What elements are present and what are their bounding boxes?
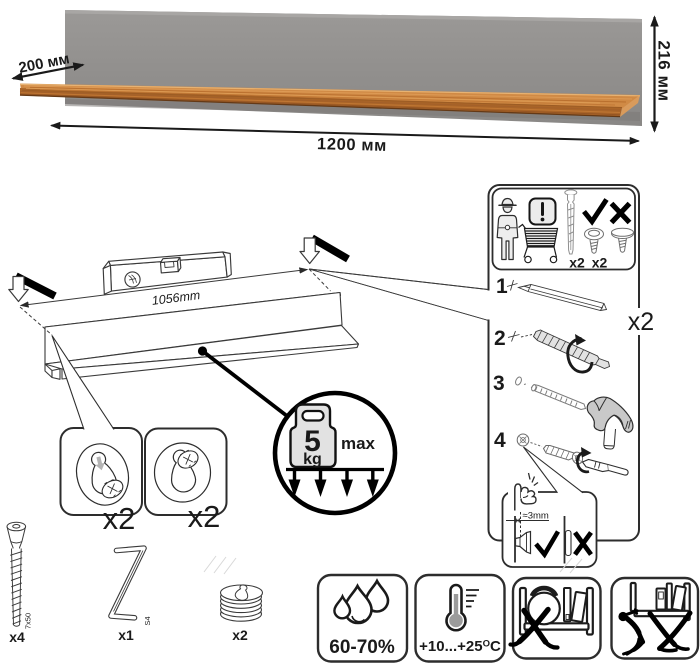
- svg-text:4: 4: [494, 429, 506, 452]
- svg-text:x2: x2: [232, 627, 248, 643]
- svg-text:1056mm: 1056mm: [151, 288, 201, 308]
- svg-text:3: 3: [493, 372, 505, 395]
- svg-text:1200 мм: 1200 мм: [317, 135, 387, 155]
- svg-text:x2: x2: [628, 308, 654, 336]
- svg-text:216 мм: 216 мм: [655, 40, 674, 101]
- svg-text:+10...+25OC: +10...+25OC: [419, 638, 501, 655]
- svg-text:≈3mm: ≈3mm: [523, 511, 549, 522]
- svg-text:kg: kg: [303, 451, 322, 468]
- svg-text:7x50: 7x50: [24, 613, 33, 629]
- svg-text:60-70%: 60-70%: [329, 637, 395, 658]
- svg-text:x2: x2: [569, 255, 585, 271]
- svg-text:x2: x2: [188, 499, 221, 534]
- svg-text:x1: x1: [118, 627, 134, 643]
- svg-text:S4: S4: [143, 616, 152, 625]
- svg-text:max: max: [341, 434, 376, 453]
- svg-text:x4: x4: [9, 629, 25, 645]
- svg-text:5: 5: [304, 425, 321, 458]
- svg-text:2: 2: [494, 327, 506, 350]
- svg-text:x2: x2: [103, 501, 136, 536]
- svg-text:1: 1: [496, 275, 508, 298]
- svg-text:x2: x2: [592, 255, 608, 271]
